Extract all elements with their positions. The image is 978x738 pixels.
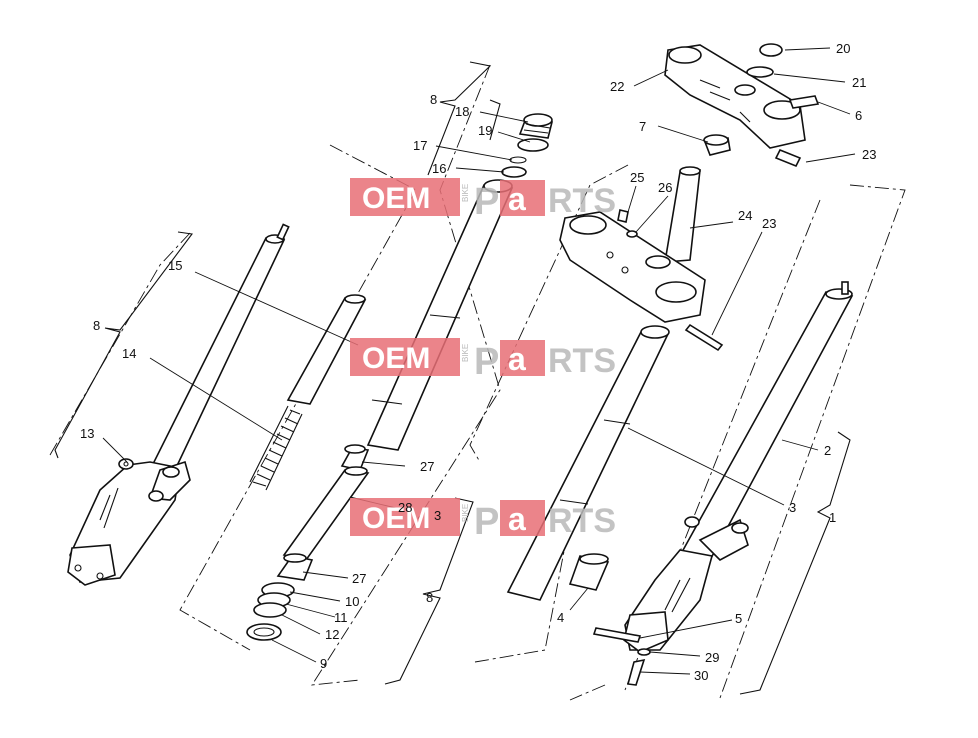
callout-28: 28 — [398, 500, 412, 515]
callout-23-top: 23 — [862, 147, 876, 162]
leader-lines — [102, 47, 856, 675]
callout-4: 4 — [557, 610, 564, 625]
watermark-a-text: a — [508, 181, 526, 217]
watermark-rts-text: RTS — [548, 342, 616, 380]
callout-27-lower: 27 — [352, 571, 366, 586]
stem-nut-7 — [703, 134, 731, 156]
watermark-p-text: P — [474, 341, 499, 383]
bottom-triple-clamp — [559, 166, 724, 352]
watermark-oem-text: OEM — [362, 502, 430, 535]
callout-15: 15 — [168, 258, 182, 273]
callout-24: 24 — [738, 208, 752, 223]
watermark-middle: OEM BIKE P a RTS — [350, 338, 616, 383]
watermark-a-text: a — [508, 501, 526, 537]
callout-3-right: 3 — [789, 500, 796, 515]
washer-stack — [246, 582, 295, 641]
callout-5: 5 — [735, 611, 742, 626]
callout-10: 10 — [345, 594, 359, 609]
callout-20: 20 — [836, 41, 850, 56]
top-triple-clamp — [664, 43, 820, 168]
watermark-p-text: P — [474, 181, 499, 223]
callout-27-upper: 27 — [420, 459, 434, 474]
callout-23-lower: 23 — [762, 216, 776, 231]
callout-11: 11 — [334, 610, 348, 625]
watermark-p-text: P — [474, 501, 499, 543]
bush-4 — [568, 553, 610, 591]
watermark-oem-text: OEM — [362, 182, 430, 215]
callout-22: 22 — [610, 79, 624, 94]
tube-15 — [286, 294, 367, 405]
left-fork-leg — [67, 223, 290, 586]
callout-21: 21 — [852, 75, 866, 90]
callout-16: 16 — [432, 161, 446, 176]
callout-8-top: 8 — [430, 92, 437, 107]
watermark-oem-text: OEM — [362, 342, 430, 375]
callout-9: 9 — [320, 656, 327, 671]
callout-26: 26 — [658, 180, 672, 195]
watermark-bike-text: BIKE — [461, 184, 470, 202]
callout-19: 19 — [478, 123, 492, 138]
callout-18: 18 — [455, 104, 469, 119]
fork-cap-assembly — [501, 113, 553, 178]
callout-12: 12 — [325, 627, 339, 642]
callout-3-middle: 3 — [434, 508, 441, 523]
callout-29: 29 — [705, 650, 719, 665]
watermark-a-text: a — [508, 341, 526, 377]
callout-labels: 15 14 8 13 8 18 19 17 16 27 28 3 27 10 1… — [80, 41, 876, 683]
callout-8-bottom: 8 — [426, 590, 433, 605]
watermark-rts-text: RTS — [548, 502, 616, 540]
watermark-top: OEM BIKE P a RTS — [350, 178, 616, 223]
watermark-rts-text: RTS — [548, 182, 616, 220]
watermark-bike-text: BIKE — [461, 344, 470, 362]
callout-2: 2 — [824, 443, 831, 458]
callout-1: 1 — [829, 510, 836, 525]
callout-17: 17 — [413, 138, 427, 153]
callout-25: 25 — [630, 170, 644, 185]
right-inner-tube — [506, 325, 670, 601]
callout-30: 30 — [694, 668, 708, 683]
callout-14: 14 — [122, 346, 136, 361]
callout-8-left: 8 — [93, 318, 100, 333]
brackets — [54, 61, 851, 695]
callout-6: 6 — [855, 108, 862, 123]
spring-14 — [249, 405, 303, 491]
watermark-bike-text: BIKE — [461, 504, 470, 522]
callout-7: 7 — [639, 119, 646, 134]
right-fork-leg — [592, 281, 854, 686]
watermark-bottom: OEM BIKE P a RTS — [350, 498, 616, 543]
callout-13: 13 — [80, 426, 94, 441]
